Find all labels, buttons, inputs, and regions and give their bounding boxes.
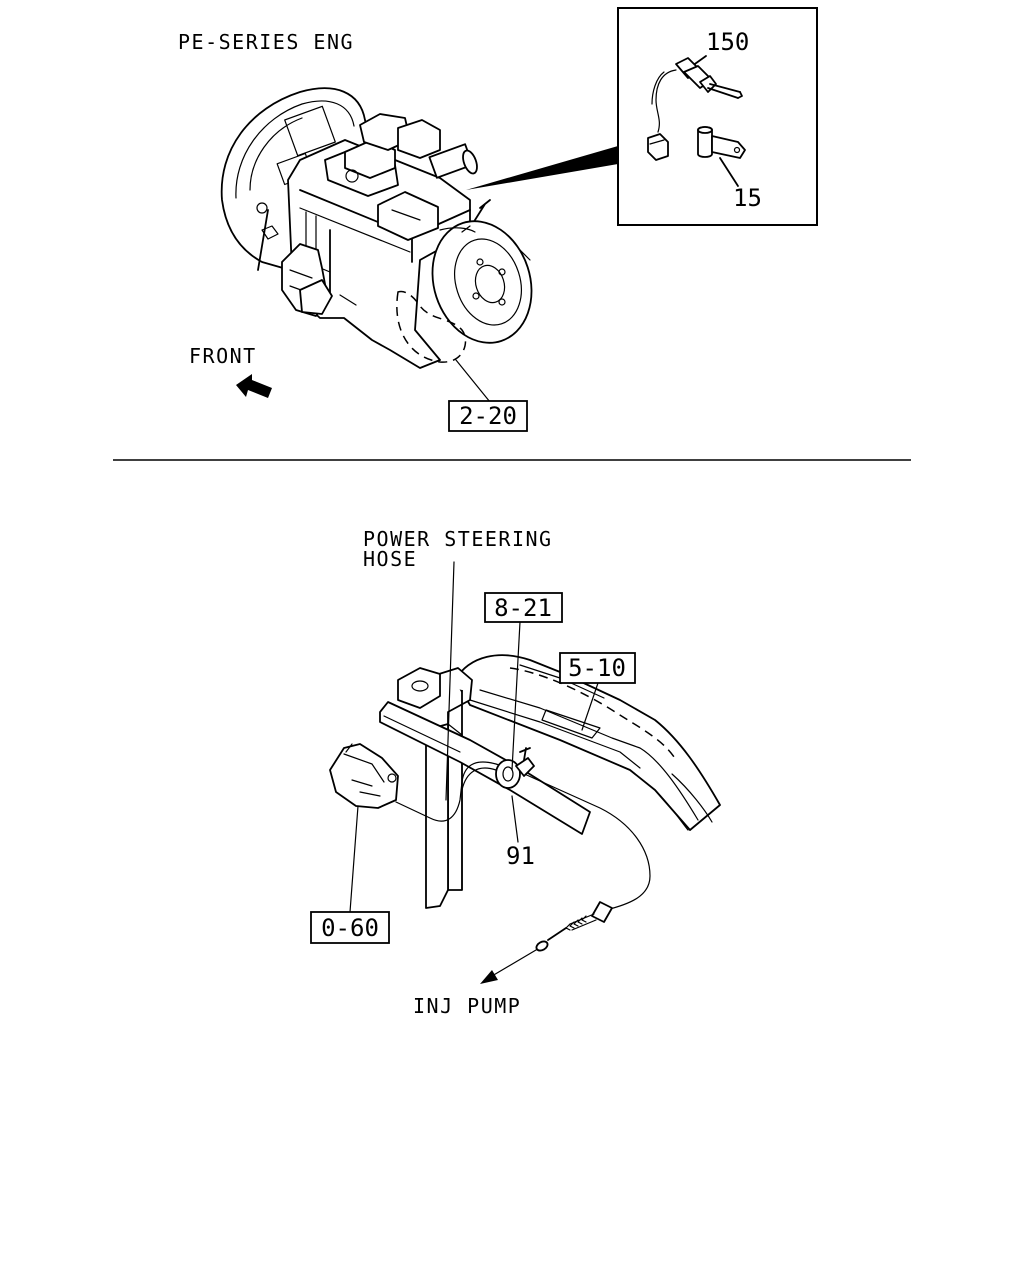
leader-2-20 (455, 359, 491, 403)
svg-text:0-60: 0-60 (321, 914, 379, 942)
leader-5-10 (581, 682, 599, 731)
ref-box-2-20[interactable]: 2-20 (448, 400, 528, 432)
detail-inset: 150 15 (617, 7, 818, 226)
bottom-view: POWER STEERING HOSE (310, 527, 721, 1018)
frame-illustration (379, 654, 721, 909)
sensor-part-150 (647, 55, 743, 161)
hose-label-line1: POWER STEERING (363, 527, 553, 551)
top-view: PE-SERIES ENG (178, 7, 818, 432)
ref-box-0-60[interactable]: 0-60 (310, 911, 390, 944)
inj-pump-label: INJ PUMP (413, 994, 521, 1018)
control-cable (395, 761, 651, 911)
callout-15: 15 (733, 184, 762, 212)
detail-pointer (466, 146, 618, 190)
svg-text:8-21: 8-21 (494, 594, 552, 622)
clip-part-15 (697, 126, 746, 187)
callout-91: 91 (506, 842, 535, 870)
hose-label-line2: HOSE (363, 547, 417, 571)
cable-clamp (495, 747, 535, 789)
leader-0-60 (349, 805, 359, 913)
cable-end-spring (535, 901, 613, 952)
control-lever (329, 743, 399, 809)
svg-text:5-10: 5-10 (568, 654, 626, 682)
ref-box-8-21[interactable]: 8-21 (484, 592, 563, 623)
leader-hose (445, 561, 455, 801)
leader-91 (511, 795, 519, 843)
front-label: FRONT (189, 344, 257, 368)
callout-150: 150 (706, 28, 749, 56)
ref-box-5-10[interactable]: 5-10 (559, 652, 636, 684)
leader-8-21 (511, 621, 521, 771)
cable-inner (461, 767, 497, 791)
inj-pump-arrow-line (491, 949, 537, 977)
svg-text:2-20: 2-20 (459, 402, 517, 430)
inj-pump-arrow-icon (480, 970, 498, 984)
engine-series-title: PE-SERIES ENG (178, 30, 354, 54)
front-arrow-icon (236, 374, 272, 398)
engine-transmission-illustration (220, 87, 533, 369)
